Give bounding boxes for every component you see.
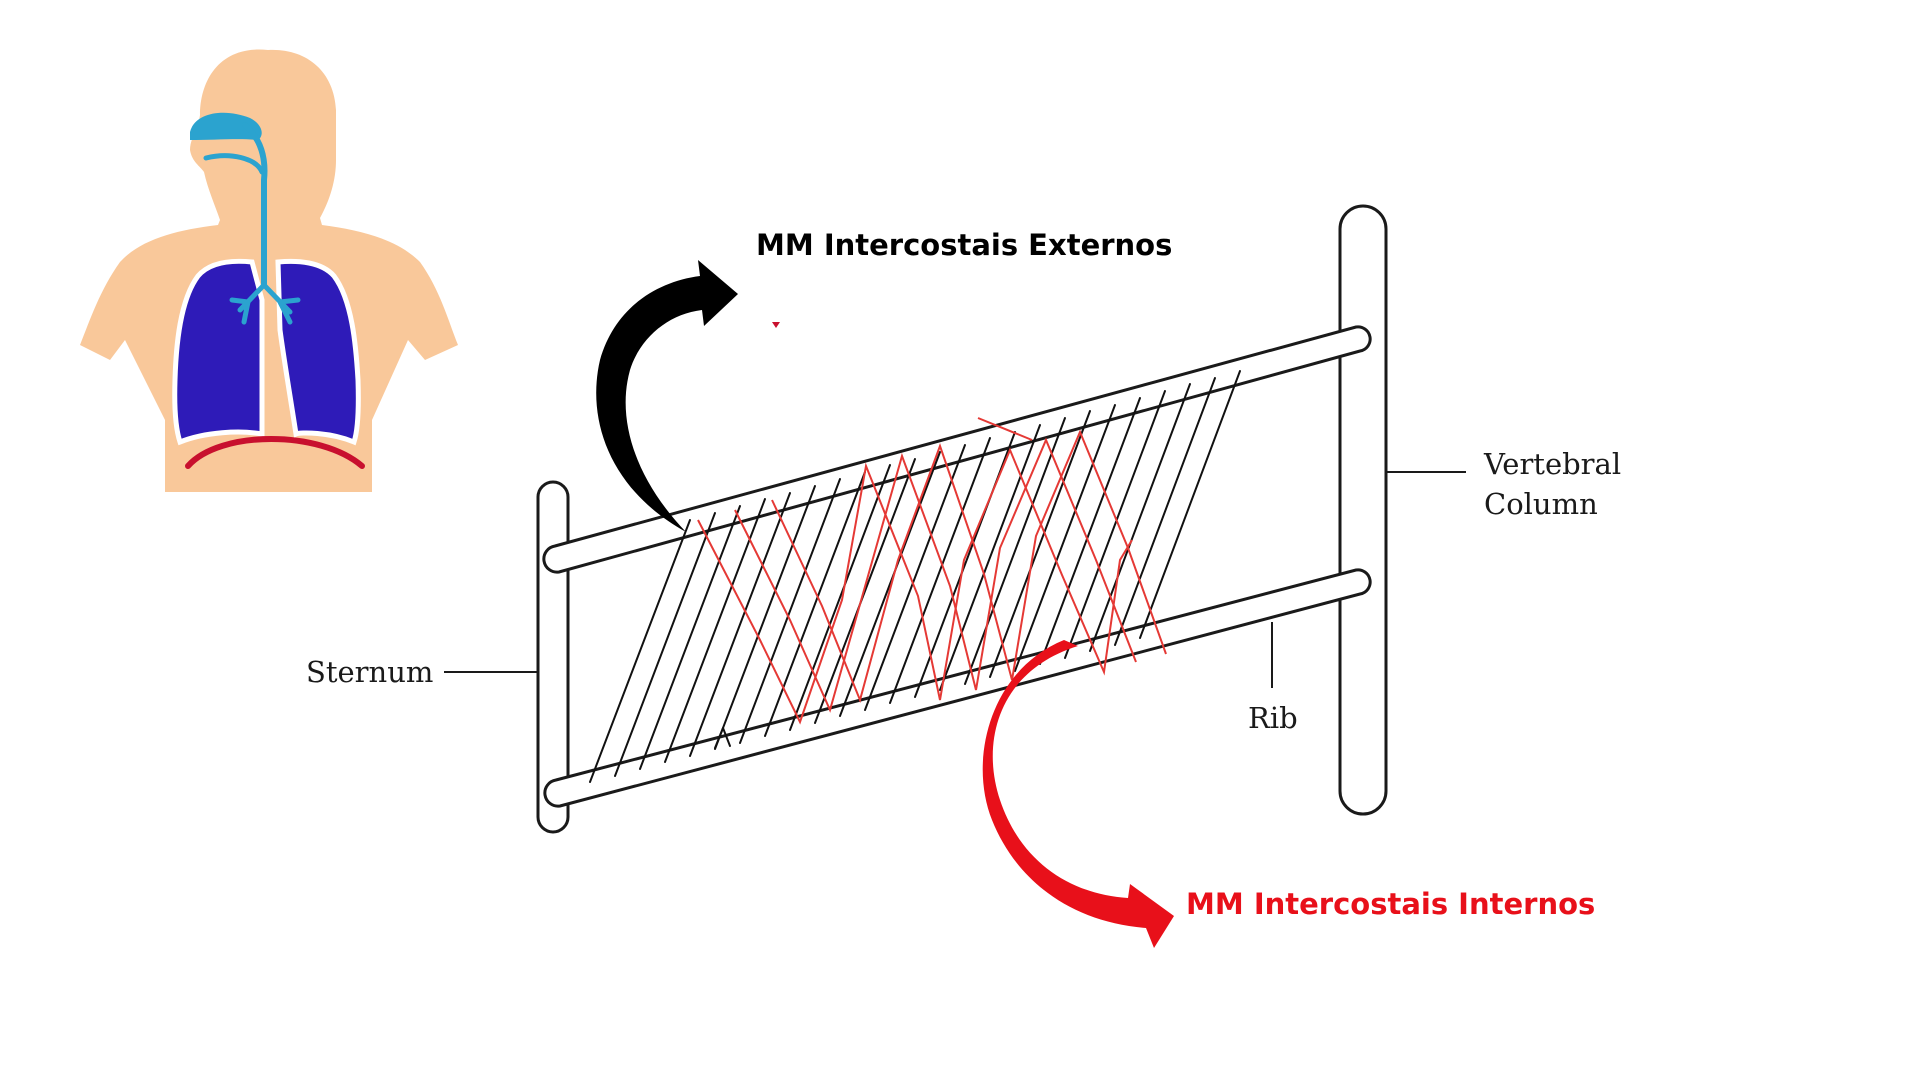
external-intercostal-label: MM Intercostais Externos (756, 228, 1172, 262)
small-red-mark (772, 322, 780, 328)
trachea (242, 122, 268, 288)
external-intercostal-fibers (589, 370, 1241, 783)
nasal-cavity (190, 112, 262, 140)
diaphragm (185, 436, 365, 469)
upper-rib (542, 325, 1372, 574)
torso-silhouette (80, 49, 458, 492)
vertebral-column-bar (1338, 204, 1388, 816)
oral-airway (203, 153, 265, 175)
rib-label: Rib (1248, 701, 1298, 735)
sternum-label: Sternum (306, 655, 433, 689)
internal-intercostal-arrow (982, 640, 1174, 948)
rib-model (536, 204, 1388, 834)
internal-intercostal-label: MM Intercostais Internos (1186, 887, 1595, 921)
right-lung (275, 258, 361, 446)
external-intercostal-arrow (596, 260, 738, 532)
respiratory-system-icon (80, 49, 458, 492)
internal-intercostal-fibers (697, 417, 1167, 725)
vertebral-label-line1: Vertebral (1483, 447, 1621, 481)
lower-rib (543, 568, 1372, 808)
vertebral-label-line2: Column (1484, 487, 1598, 521)
bronchi (229, 282, 301, 325)
